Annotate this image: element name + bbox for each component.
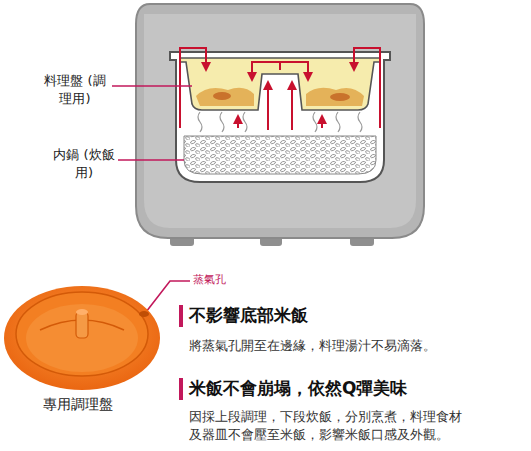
steam-waves-part	[220, 112, 224, 132]
cooking-tray-part	[213, 92, 231, 100]
steam-arrows-part	[252, 62, 280, 80]
tray-photo	[4, 286, 160, 390]
tray-photo-part	[76, 312, 88, 338]
cooker-body-part	[136, 4, 424, 238]
cooking-tray	[180, 58, 380, 110]
feature-note: 因採上段調理，下段炊飯，分別烹煮，料理食材及器皿不會壓至米飯，影響米飯口感及外觀…	[189, 408, 473, 443]
steam-waves-part	[358, 112, 362, 132]
steam-arrows	[180, 48, 380, 130]
cooking-tray-part	[180, 58, 380, 110]
steam-arrows-part	[321, 116, 323, 128]
cooking-tray-part	[196, 88, 254, 106]
feature-note: 將蒸氣孔開至在邊緣，料理湯汁不易滴落。	[189, 337, 519, 355]
feature-heading: 米飯不會崩塌，依然Q彈美味	[189, 377, 519, 400]
part-label: 專用調理盤	[18, 395, 138, 414]
steam-arrows-part	[267, 82, 269, 130]
leader-lines	[112, 86, 192, 312]
steam-waves-part	[243, 112, 247, 132]
tray-photo-part	[26, 304, 138, 372]
feature-heading: 不影響底部米飯	[189, 304, 489, 327]
inner-pot	[170, 52, 390, 182]
tray-photo-part	[16, 292, 148, 376]
steam-arrows-part	[291, 82, 293, 130]
part-label: 内鍋 (炊飯用)	[52, 146, 116, 181]
leader-lines-part	[112, 85, 192, 87]
part-label: 料理盤 (調理用)	[40, 72, 110, 107]
cooking-tray-part	[330, 93, 350, 101]
steam-arrows-part	[354, 48, 380, 128]
cooker-body	[136, 4, 424, 246]
steam-waves	[198, 112, 362, 132]
leader-lines-part	[118, 159, 184, 161]
cooker-body-part	[144, 14, 416, 228]
inner-pot-part	[184, 136, 376, 174]
tray-photo-part	[139, 311, 149, 317]
heading-bars-part	[179, 305, 183, 327]
inner-pot-part	[170, 52, 390, 182]
steam-arrows-part	[280, 62, 308, 80]
callout-label: 蒸氣孔	[193, 273, 253, 288]
tray-photo-part	[76, 309, 88, 315]
steam-arrows-part	[180, 48, 206, 128]
tray-photo-part	[4, 286, 160, 390]
steam-waves-part	[198, 112, 202, 132]
heading-bars	[179, 305, 183, 400]
steam-arrows-part	[237, 116, 239, 128]
leader-lines-part	[146, 281, 190, 312]
heading-bars-part	[179, 378, 183, 400]
cooking-tray-part	[306, 88, 364, 106]
steam-waves-part	[336, 112, 340, 132]
steam-waves-part	[313, 112, 317, 132]
